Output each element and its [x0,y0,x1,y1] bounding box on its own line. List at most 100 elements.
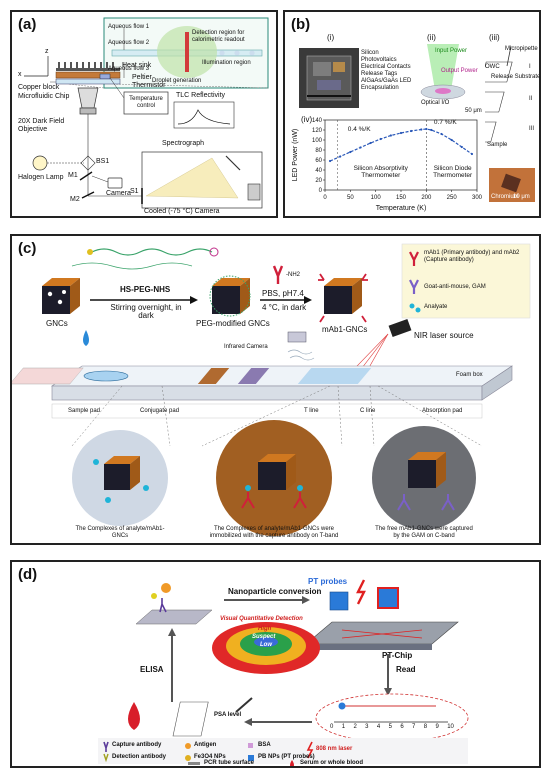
inset-flow1-label: Aqueous flow 1 [108,24,150,30]
legend-box [401,243,531,319]
x-axis-label: Temperature (K) [376,205,427,212]
sample-drop [83,330,89,346]
pt-probes-label: PT probes [308,577,348,586]
peg-end-left [87,249,93,255]
tlc-curve [177,109,231,125]
peg-end-right [209,247,219,257]
panel-b-tag: (b) [291,16,311,33]
legend-bsa-icon [248,743,253,748]
foam-box-label: Foam box [456,372,483,378]
legend-area [98,738,468,764]
legend-pb-icon [248,755,254,761]
m1-label: M1 [68,172,78,179]
x-tick-label-5: 250 [447,195,458,201]
temperature-control-box [123,91,169,115]
legend-antigen-label: Antigen [194,742,217,748]
ruler-tick-9: 9 [435,724,439,730]
copper-block [55,71,121,79]
inset-flow3-label: Aqueous flow 3 [108,66,150,72]
inset-droplet2 [234,50,240,56]
legend-capture-icon [103,741,109,752]
y-tick-label-4: 80 [315,148,322,154]
legend-analyte-label: Analyate [424,304,448,310]
sub-iv-label: (iv) [301,115,313,124]
gncs-label: GNCs [46,319,68,328]
suspect-label: Suspect [252,634,276,640]
panel-b: (b) (i) Silicon Photovoltaics Electrical… [283,10,541,218]
transfer-steps [485,45,513,143]
circle-2-cube [241,454,307,509]
strip-front [51,385,483,401]
zoom-line-left [67,83,105,89]
cooled-camera-label: Cooled (-75 °C) Camera [144,208,220,215]
legend-antigen-icon [185,743,191,749]
caption-2: The Complexes of analyte/mAb1-GNCs were … [209,526,339,539]
optical-io-label: Optical I/O [421,100,450,106]
t-line-band [197,368,230,384]
panel-c: (c) [10,234,541,545]
x-tick-label-1: 50 [347,195,354,201]
legend-electrical: Electrical Contacts [361,64,411,70]
heat-sink [56,62,120,71]
zoom-line-right [113,83,269,89]
objective [77,87,99,109]
sub-iii-label: (iii) [489,33,500,42]
pt-chip-line-2 [341,629,423,639]
mirror-m1 [79,171,93,181]
caption-1: The Complexes of analyte/mAb1-GNCs [75,526,165,539]
led-power-point-11 [430,128,433,132]
antigen-yellow [151,593,157,599]
x-tick-label-4: 200 [421,195,432,201]
output-power-label: Output Power [441,68,478,74]
mab-gncs-label: mAb1-GNCs [322,325,368,334]
arrow-elisa-head [168,628,176,636]
x-tick-label-0: 0 [323,195,327,201]
ir-waves [287,349,315,361]
hs-peg-nhs-label: HS-PEG-NHS [120,285,171,294]
legend-pcr-icon [188,762,200,765]
chart-frame [324,119,478,191]
y-tick-label-7: 140 [312,118,323,124]
led-power-point-5 [379,137,382,141]
objective-base [79,107,97,115]
y-tick-label-1: 20 [315,178,322,184]
roman-3-label: III [529,126,535,132]
arrow-bottom-head [244,718,252,726]
conjugate-pad [12,367,84,385]
ir-camera [287,331,307,343]
inset-detect-red [185,32,189,72]
absorption-pad-label: Absorption pad [422,408,463,414]
c-line-label: C line [360,408,376,414]
ruler-tick-5: 5 [388,724,392,730]
sample-pad-label: Sample pad [68,408,101,414]
low-label: Low [260,642,272,648]
y-tick-label-6: 120 [312,128,323,134]
ruler-tick-8: 8 [423,724,428,730]
legend-bsa-label: BSA [258,742,271,748]
spectrograph-label: Spectrograph [162,140,205,147]
y-tick-label-0: 0 [319,188,323,194]
copper-block-label: Copper block [18,84,60,91]
ruler-ellipse [315,693,469,743]
high-label: High [258,626,272,632]
panel-d-tag: (d) [18,566,38,583]
tlc-graph-box [173,101,235,129]
y-axis-label: LED Power (nW) [292,129,299,182]
antibody-icon [272,265,284,284]
objective-label: 20X Dark Field Objective [18,118,65,133]
vqd-label: Visual Quantitative Detection [220,616,303,622]
conjugate-pad-label: Conjugate pad [140,408,180,414]
micropipette-label: Micropipette [505,46,538,52]
inset-droplet-label: Droplet generation [152,78,202,84]
panel-a-tag: (a) [18,16,37,33]
ruler-tick-1: 1 [341,724,346,730]
c-line-band [237,368,270,384]
legend-release: Release Tags [361,71,398,77]
legend-laser-label: 808 nm laser [316,746,353,752]
caption-3: The free mAb1-GNCs were captured by the … [375,526,473,539]
peg-gnc [209,275,251,317]
legend-gam-label: Goat-anti-mouse, GAM [424,284,486,290]
ruler-tick-0: 0 [330,724,334,730]
